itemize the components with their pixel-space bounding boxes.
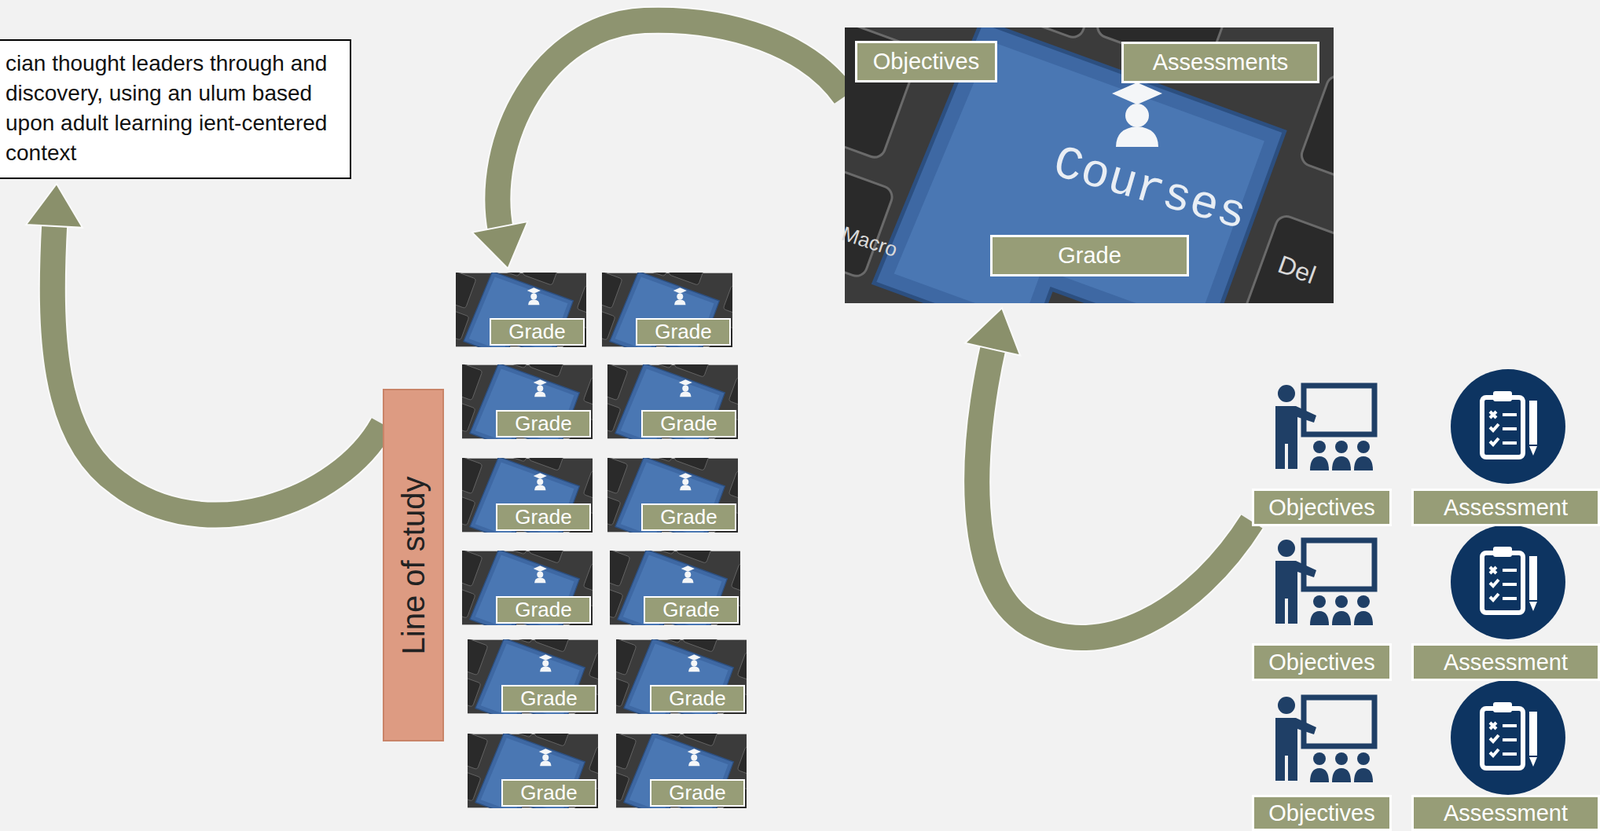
note-box: cian thought leaders through and discove… — [0, 39, 352, 180]
keyboard-picture — [462, 364, 593, 440]
node-text: Grade — [643, 596, 739, 624]
keyboard-picture — [467, 639, 599, 715]
keyboard-picture — [462, 550, 593, 626]
keyboard-picture — [455, 272, 587, 348]
course-photo: CoursesObjectivesAssessmentsGrade — [844, 27, 1334, 304]
arrow-head — [472, 221, 529, 269]
label-tag: Assessment — [1411, 795, 1600, 831]
arrow-halo — [52, 221, 383, 516]
course-thumbnail: Grade — [462, 364, 593, 440]
node-text: Grade — [635, 318, 731, 346]
node-text: Assessment — [1443, 495, 1568, 522]
keyboard-picture — [462, 458, 593, 533]
keyboard-picture — [607, 364, 738, 440]
node-text: Assessment — [1443, 800, 1568, 827]
node-text: Grade — [641, 410, 737, 438]
keyboard-picture — [607, 458, 738, 533]
label-tag: Objectives — [1251, 488, 1392, 527]
keyboard-picture — [616, 733, 747, 809]
node-text: Grade — [649, 779, 745, 808]
keyboard-picture — [609, 550, 741, 626]
cycle-arrow — [472, 20, 845, 269]
course-thumbnail: Grade — [616, 733, 747, 809]
course-thumbnail: Grade — [607, 458, 738, 533]
clipboard-icon — [1450, 369, 1566, 485]
band-box: Line of study — [382, 388, 445, 742]
label-tag: Objectives — [855, 40, 998, 83]
node-text: Assessment — [1443, 649, 1568, 676]
clipboard-icon — [1450, 680, 1566, 796]
course-thumbnail: Grade — [616, 639, 747, 715]
cycle-arrow — [965, 308, 1252, 639]
course-thumbnail: Grade — [601, 272, 733, 348]
node-text: Grade — [501, 779, 597, 808]
arrow-shaft — [976, 344, 1252, 639]
node-text: Grade — [501, 685, 597, 713]
teacher-icon — [1275, 697, 1375, 783]
course-thumbnail: Grade — [609, 550, 741, 626]
node-text: Objectives — [1268, 649, 1375, 676]
course-thumbnail: Grade — [462, 550, 593, 626]
arrow-shaft — [497, 20, 845, 232]
node-text: Grade — [1057, 242, 1122, 269]
node-text: Objectives — [873, 48, 980, 75]
keyboard-picture — [467, 733, 599, 809]
label-tag: Objectives — [1251, 795, 1392, 831]
course-thumbnail: Grade — [467, 733, 599, 809]
arrow-halo — [976, 344, 1252, 639]
node-text: Grade — [641, 503, 737, 532]
course-thumbnail: Grade — [607, 364, 738, 440]
teacher-icon — [1275, 539, 1375, 626]
arrow-halo — [497, 20, 845, 232]
label-tag: Assessments — [1121, 41, 1320, 84]
label-tag: Objectives — [1251, 643, 1392, 682]
course-thumbnail: Grade — [455, 272, 587, 348]
label-tag: Assessment — [1411, 643, 1600, 682]
arrow-head — [965, 308, 1021, 356]
node-text: Grade — [649, 685, 745, 713]
node-text: Grade — [495, 596, 591, 624]
node-text: cian thought leaders through and discove… — [5, 48, 341, 169]
keyboard-picture — [601, 272, 733, 348]
keyboard-picture — [844, 27, 1334, 304]
node-text: Grade — [489, 318, 585, 346]
node-text: Grade — [495, 410, 591, 438]
node-text: Objectives — [1268, 800, 1375, 827]
arrow-head — [25, 183, 83, 228]
node-text: Objectives — [1268, 495, 1375, 522]
node-text: Grade — [495, 503, 591, 532]
arrow-shaft — [52, 221, 383, 516]
course-thumbnail: Grade — [462, 458, 593, 533]
keyboard-picture — [616, 639, 747, 715]
course-thumbnail: Grade — [467, 639, 599, 715]
node-text: Line of study — [396, 476, 432, 655]
label-tag: Assessment — [1411, 488, 1600, 527]
clipboard-icon — [1450, 524, 1566, 640]
cycle-arrow — [25, 183, 383, 516]
node-text: Assessments — [1152, 49, 1289, 76]
label-tag: Grade — [990, 234, 1189, 277]
teacher-icon — [1275, 385, 1375, 471]
